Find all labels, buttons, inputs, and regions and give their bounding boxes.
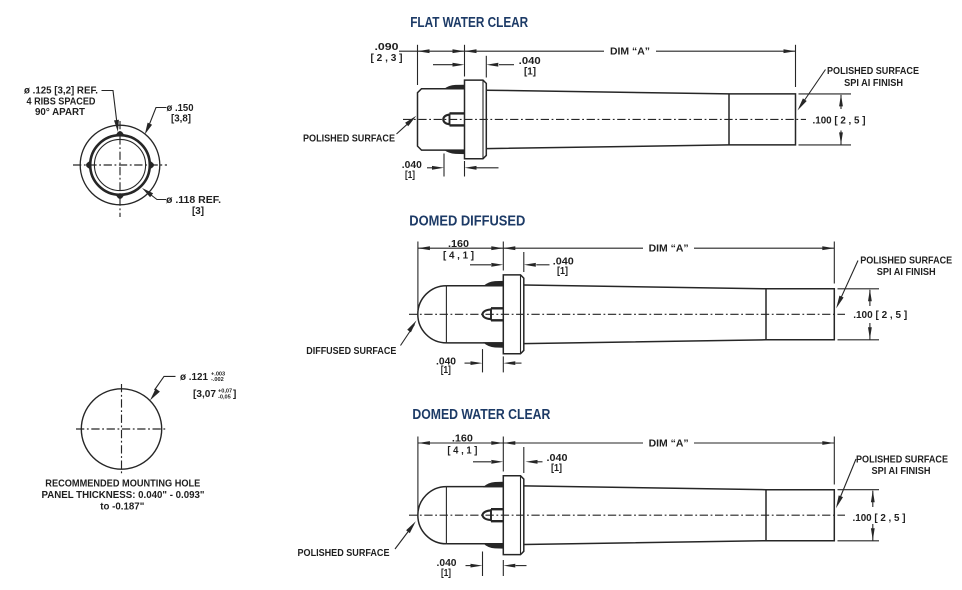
svg-text:.100 [ 2 , 5 ]: .100 [ 2 , 5 ] (853, 512, 906, 524)
svg-text:DIM “A”: DIM “A” (649, 243, 689, 255)
svg-text:PANEL THICKNESS: 0.040" - 0.09: PANEL THICKNESS: 0.040" - 0.093" (42, 489, 205, 501)
svg-text:[ 2 , 3 ]: [ 2 , 3 ] (371, 52, 403, 64)
svg-text:DOMED WATER CLEAR: DOMED WATER CLEAR (412, 407, 551, 423)
svg-text:[1]: [1] (551, 462, 562, 474)
svg-text:ø .121: ø .121 (180, 372, 208, 383)
svg-text:to -0.187": to -0.187" (100, 500, 144, 512)
svg-text:FLAT WATER CLEAR: FLAT WATER CLEAR (410, 15, 529, 31)
svg-text:4 RIBS SPACED: 4 RIBS SPACED (27, 96, 96, 107)
svg-text:POLISHED SURFACE: POLISHED SURFACE (856, 454, 948, 465)
svg-text:.040: .040 (437, 557, 457, 569)
svg-text:[1]: [1] (441, 567, 451, 579)
svg-text:.160: .160 (452, 433, 473, 445)
svg-text:+.003: +.003 (211, 371, 225, 377)
svg-text:[3]: [3] (192, 206, 204, 217)
svg-text:[3,07: [3,07 (193, 389, 216, 400)
svg-text:-.002: -.002 (211, 377, 224, 383)
svg-text:POLISHED SURFACE: POLISHED SURFACE (303, 134, 395, 145)
svg-text:SPI AI FINISH: SPI AI FINISH (872, 466, 931, 477)
svg-text:90° APART: 90° APART (35, 107, 85, 118)
svg-text:DIM “A”: DIM “A” (649, 437, 689, 449)
svg-text:POLISHED SURFACE: POLISHED SURFACE (298, 548, 390, 559)
svg-text:.040: .040 (402, 159, 422, 171)
svg-text:.090: .090 (375, 41, 399, 53)
svg-text:.100 [ 2 , 5 ]: .100 [ 2 , 5 ] (853, 309, 907, 321)
svg-text:ø .150: ø .150 (167, 103, 194, 114)
svg-text:POLISHED SURFACE: POLISHED SURFACE (827, 66, 919, 77)
svg-text:.040: .040 (553, 255, 574, 267)
svg-text:[ 4 , 1 ]: [ 4 , 1 ] (443, 249, 474, 261)
svg-text:.040: .040 (519, 55, 541, 67)
svg-text:]: ] (233, 389, 236, 400)
svg-text:[1]: [1] (557, 265, 568, 277)
svg-text:DIFFUSED SURFACE: DIFFUSED SURFACE (306, 346, 396, 357)
svg-text:.040: .040 (436, 355, 456, 367)
svg-text:.160: .160 (448, 238, 469, 250)
svg-text:ø .118 REF.: ø .118 REF. (166, 195, 221, 206)
svg-text:-0,05: -0,05 (218, 394, 231, 400)
svg-text:SPI AI FINISH: SPI AI FINISH (844, 78, 903, 89)
svg-text:POLISHED SURFACE: POLISHED SURFACE (860, 255, 952, 266)
svg-text:DOMED DIFFUSED: DOMED DIFFUSED (409, 213, 525, 229)
svg-text:ø .125 [3,2] REF.: ø .125 [3,2] REF. (24, 86, 98, 97)
svg-text:SPI AI FINISH: SPI AI FINISH (877, 267, 936, 278)
svg-text:+0,07: +0,07 (218, 389, 232, 395)
svg-text:[1]: [1] (524, 65, 536, 77)
svg-text:RECOMMENDED MOUNTING HOLE: RECOMMENDED MOUNTING HOLE (45, 477, 200, 489)
svg-text:[1]: [1] (441, 364, 451, 376)
svg-text:.040: .040 (547, 452, 568, 464)
svg-text:[ 4 , 1 ]: [ 4 , 1 ] (447, 445, 477, 457)
svg-text:.100 [ 2 , 5 ]: .100 [ 2 , 5 ] (813, 115, 866, 127)
svg-text:[1]: [1] (405, 169, 415, 181)
svg-text:[3,8]: [3,8] (171, 113, 191, 124)
svg-text:DIM “A”: DIM “A” (610, 46, 650, 58)
